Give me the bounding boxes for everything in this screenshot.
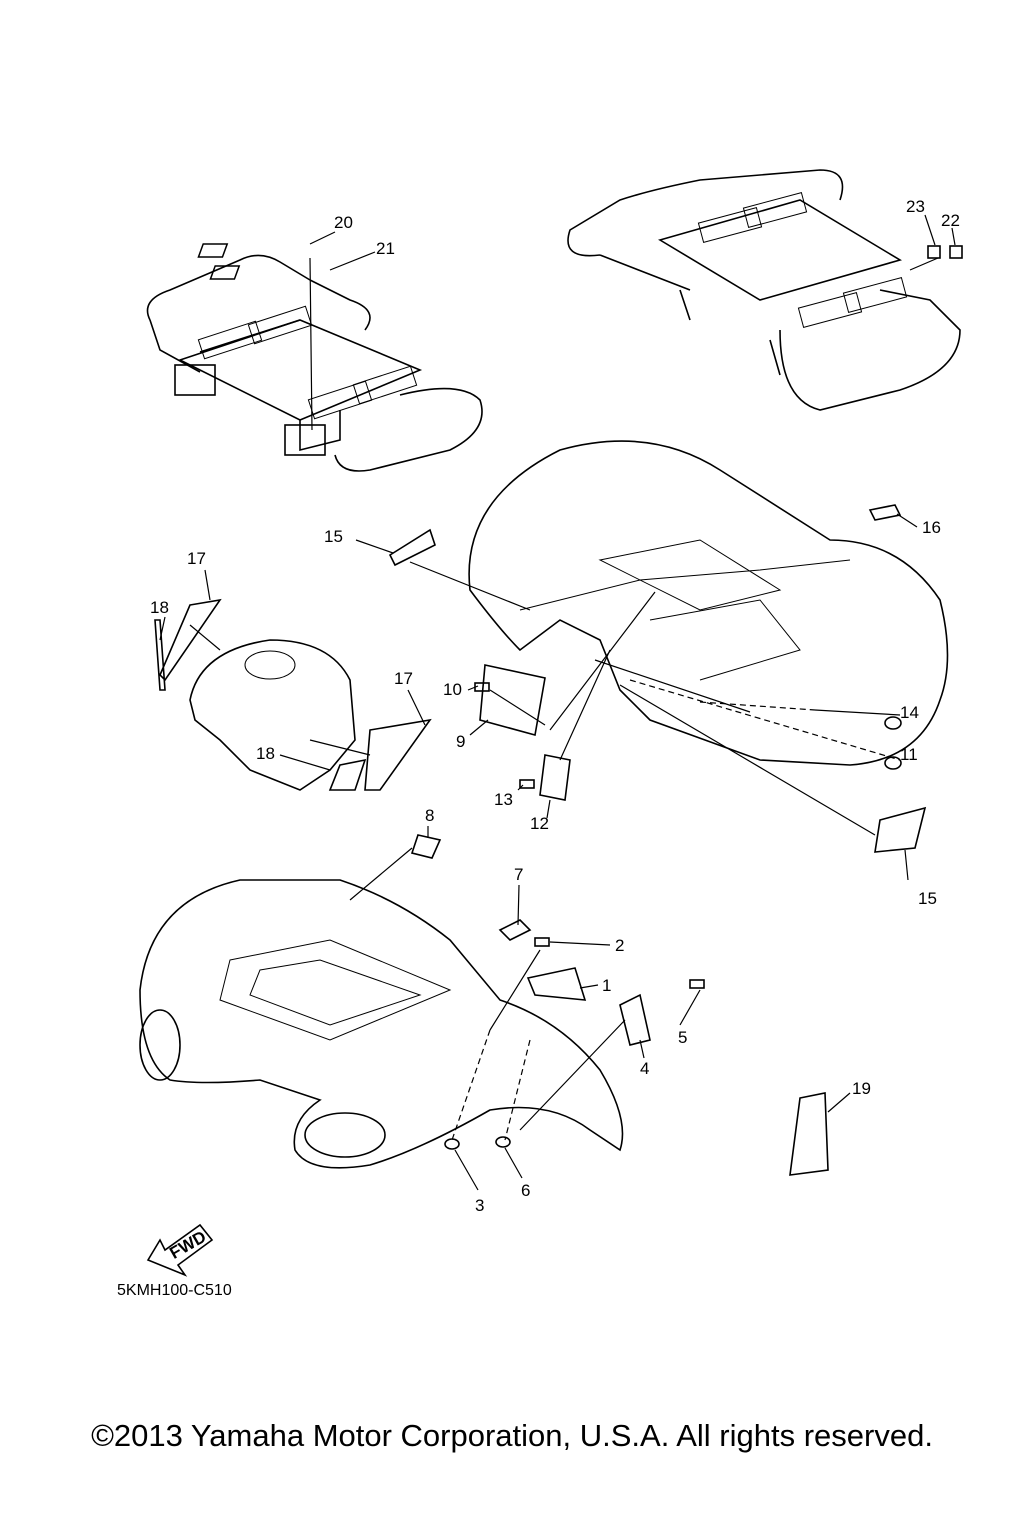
small-parts [154, 243, 963, 1176]
callout-22: 22 [941, 211, 960, 230]
forward-arrow-icon: FWD [146, 1223, 214, 1277]
front-fender [139, 879, 624, 1169]
tank-cover [189, 639, 356, 791]
callout-17: 17 [394, 669, 413, 688]
rear-carrier-rack [567, 169, 961, 411]
callout-18: 18 [256, 744, 275, 763]
tank-cap-opening [244, 650, 296, 680]
callout-8: 8 [425, 806, 434, 825]
callout-4: 4 [640, 1059, 649, 1078]
callout-3: 3 [475, 1196, 484, 1215]
callout-11: 11 [900, 745, 918, 764]
callout-19: 19 [852, 1079, 871, 1098]
callout-17: 17 [187, 549, 206, 568]
callout-21: 21 [376, 239, 395, 258]
callout-16: 16 [922, 518, 941, 537]
callout-15: 15 [918, 889, 937, 908]
callout-1: 1 [602, 976, 611, 995]
callout-13: 13 [494, 790, 513, 809]
callout-10: 10 [443, 680, 462, 699]
diagram-code: 5KMH100-C510 [117, 1282, 232, 1299]
callout-18: 18 [150, 598, 169, 617]
callout-20: 20 [334, 213, 353, 232]
callout-2: 2 [615, 936, 624, 955]
callout-5: 5 [678, 1028, 687, 1047]
leader-lines [159, 214, 956, 1191]
front-carrier-rack [146, 254, 483, 472]
callout-6: 6 [521, 1181, 530, 1200]
callout-14: 14 [900, 703, 919, 722]
copyright-notice: ©2013 Yamaha Motor Corporation, U.S.A. A… [91, 1418, 933, 1453]
callout-15: 15 [324, 527, 343, 546]
callout-7: 7 [514, 865, 523, 884]
callout-9: 9 [456, 732, 465, 751]
callout-23: 23 [906, 197, 925, 216]
rear-fender [468, 440, 949, 766]
callout-12: 12 [530, 814, 549, 833]
